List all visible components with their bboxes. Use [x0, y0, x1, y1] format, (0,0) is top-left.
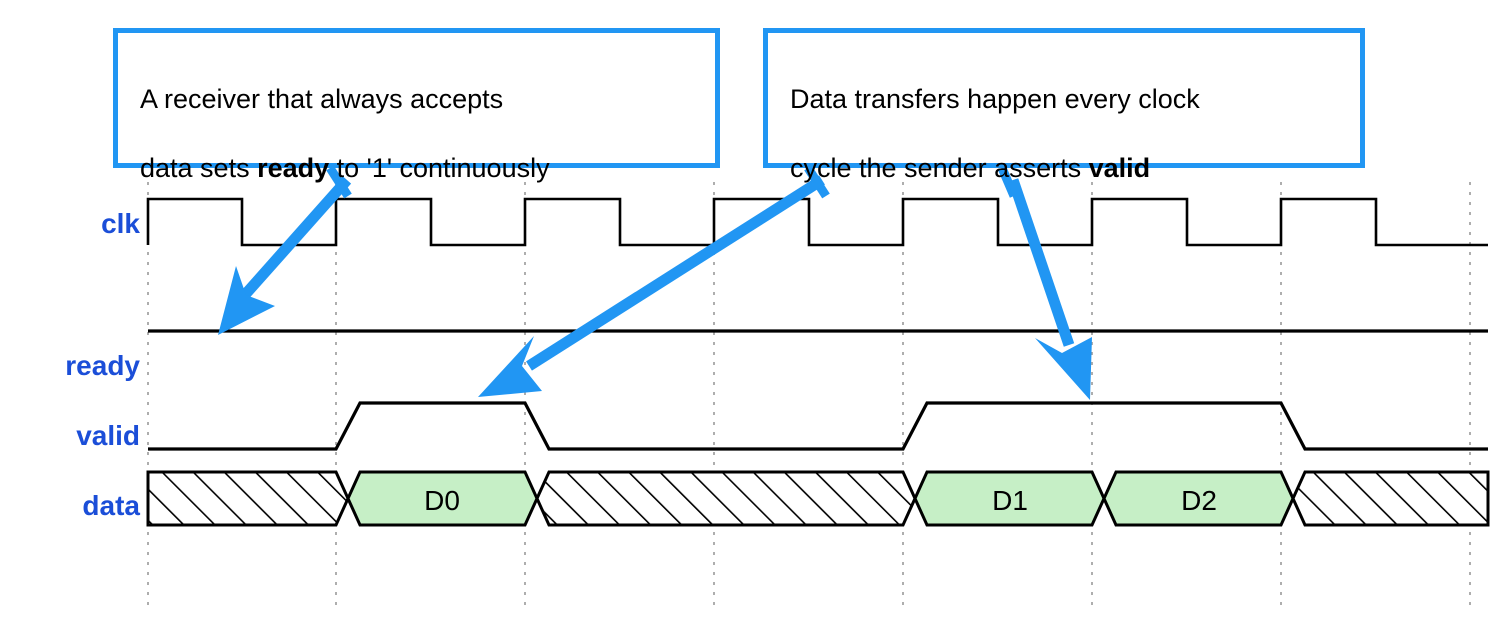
arrow-ready — [218, 176, 352, 335]
signal-label-valid: valid — [76, 420, 140, 451]
gridlines — [147, 182, 1471, 612]
annotation-arrows — [218, 175, 1092, 400]
callout-1-line2-post: to '1' continuously — [329, 152, 550, 183]
signal-label-ready: ready — [65, 350, 140, 381]
callout-1-line2-pre: data sets — [140, 152, 258, 183]
data-cell-label-d1: D1 — [992, 485, 1028, 516]
waveform-clk — [146, 197, 1488, 247]
waveform-data: D0 D1 D2 — [146, 470, 1490, 527]
callout-valid-note: Data transfers happen every clock cycle … — [763, 28, 1365, 183]
arrow-valid-second — [1007, 178, 1092, 400]
callout-1-line2-bold: ready — [257, 152, 330, 183]
callout-2-line2-bold: valid — [1088, 152, 1151, 183]
arrow-valid-first — [478, 175, 825, 397]
data-cell-hatched-3 — [1291, 470, 1490, 527]
data-cell-hatched-2 — [535, 470, 917, 527]
signal-label-data: data — [82, 490, 140, 521]
waveform-valid — [148, 401, 1488, 451]
callout-ready-note: A receiver that always accepts data sets… — [113, 28, 720, 183]
data-cell-label-d0: D0 — [424, 485, 460, 516]
callout-2-line1: Data transfers happen every clock — [790, 83, 1200, 114]
data-cell-hatched-1 — [146, 470, 350, 527]
data-cell-label-d2: D2 — [1181, 485, 1217, 516]
signal-label-clk: clk — [101, 208, 140, 239]
callout-1-line1: A receiver that always accepts — [140, 83, 504, 114]
callout-2-line2-pre: cycle the sender asserts — [790, 152, 1089, 183]
